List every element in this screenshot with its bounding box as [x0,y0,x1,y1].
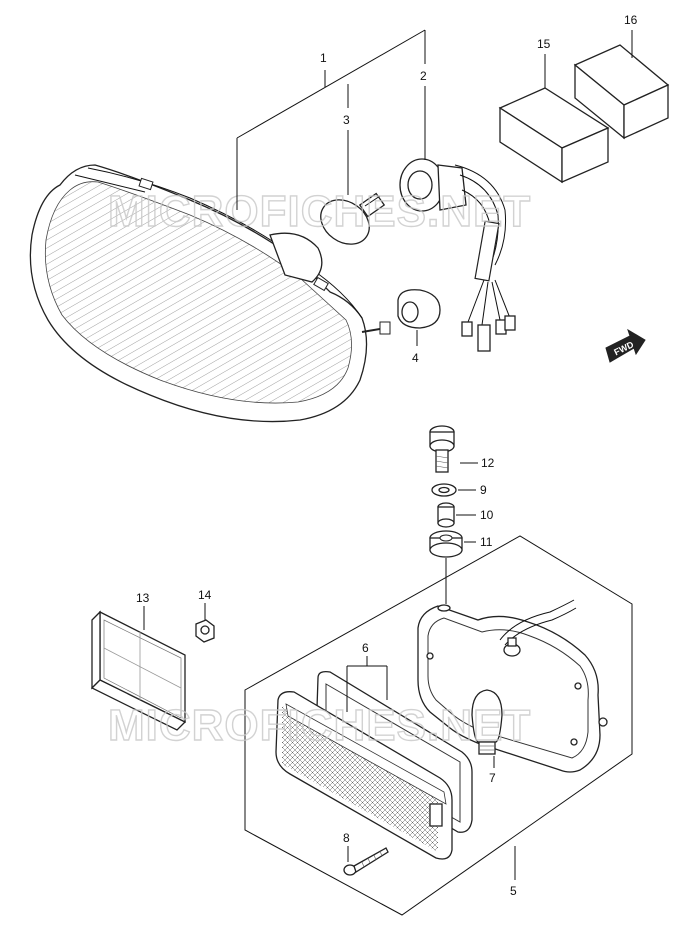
pad-15 [498,87,610,184]
callout-2: 2 [420,69,427,83]
callout-13: 13 [136,591,150,605]
watermark-bottom: MICROFICHES.NET [108,701,531,750]
callout-6: 6 [362,641,369,655]
leader-lines [143,29,633,880]
license-bulb-7 [471,689,503,755]
callout-8: 8 [343,831,350,845]
cushion-11 [429,530,463,558]
license-lamp-lens [275,691,453,860]
license-lamp-bracket [417,599,608,773]
tail-lamp-assembly [29,164,391,423]
callout-16: 16 [624,13,638,27]
washer-9 [431,483,457,497]
bolt-12 [429,425,455,473]
callout-3: 3 [343,113,350,127]
pad-16 [573,44,670,140]
watermark-top: MICROFICHES.NET [108,187,531,236]
callout-1: 1 [320,51,327,65]
collar-10 [437,502,455,528]
license-lamp-group-box [244,535,633,916]
callout-7: 7 [489,771,496,785]
callout-15: 15 [537,37,551,51]
nut-14 [195,619,215,643]
reflector-13 [90,610,187,731]
forward-arrow-icon: FWD [605,328,646,363]
callout-12: 12 [481,456,495,470]
callout-11: 11 [480,535,493,549]
callout-10: 10 [480,508,494,522]
callout-5: 5 [510,884,517,898]
socket-harness [399,158,516,352]
grommet-4 [397,289,441,329]
callout-4: 4 [412,351,419,365]
callout-14: 14 [198,588,212,602]
tail-bulb [320,192,386,245]
callout-9: 9 [480,483,487,497]
screw-8 [343,847,389,876]
